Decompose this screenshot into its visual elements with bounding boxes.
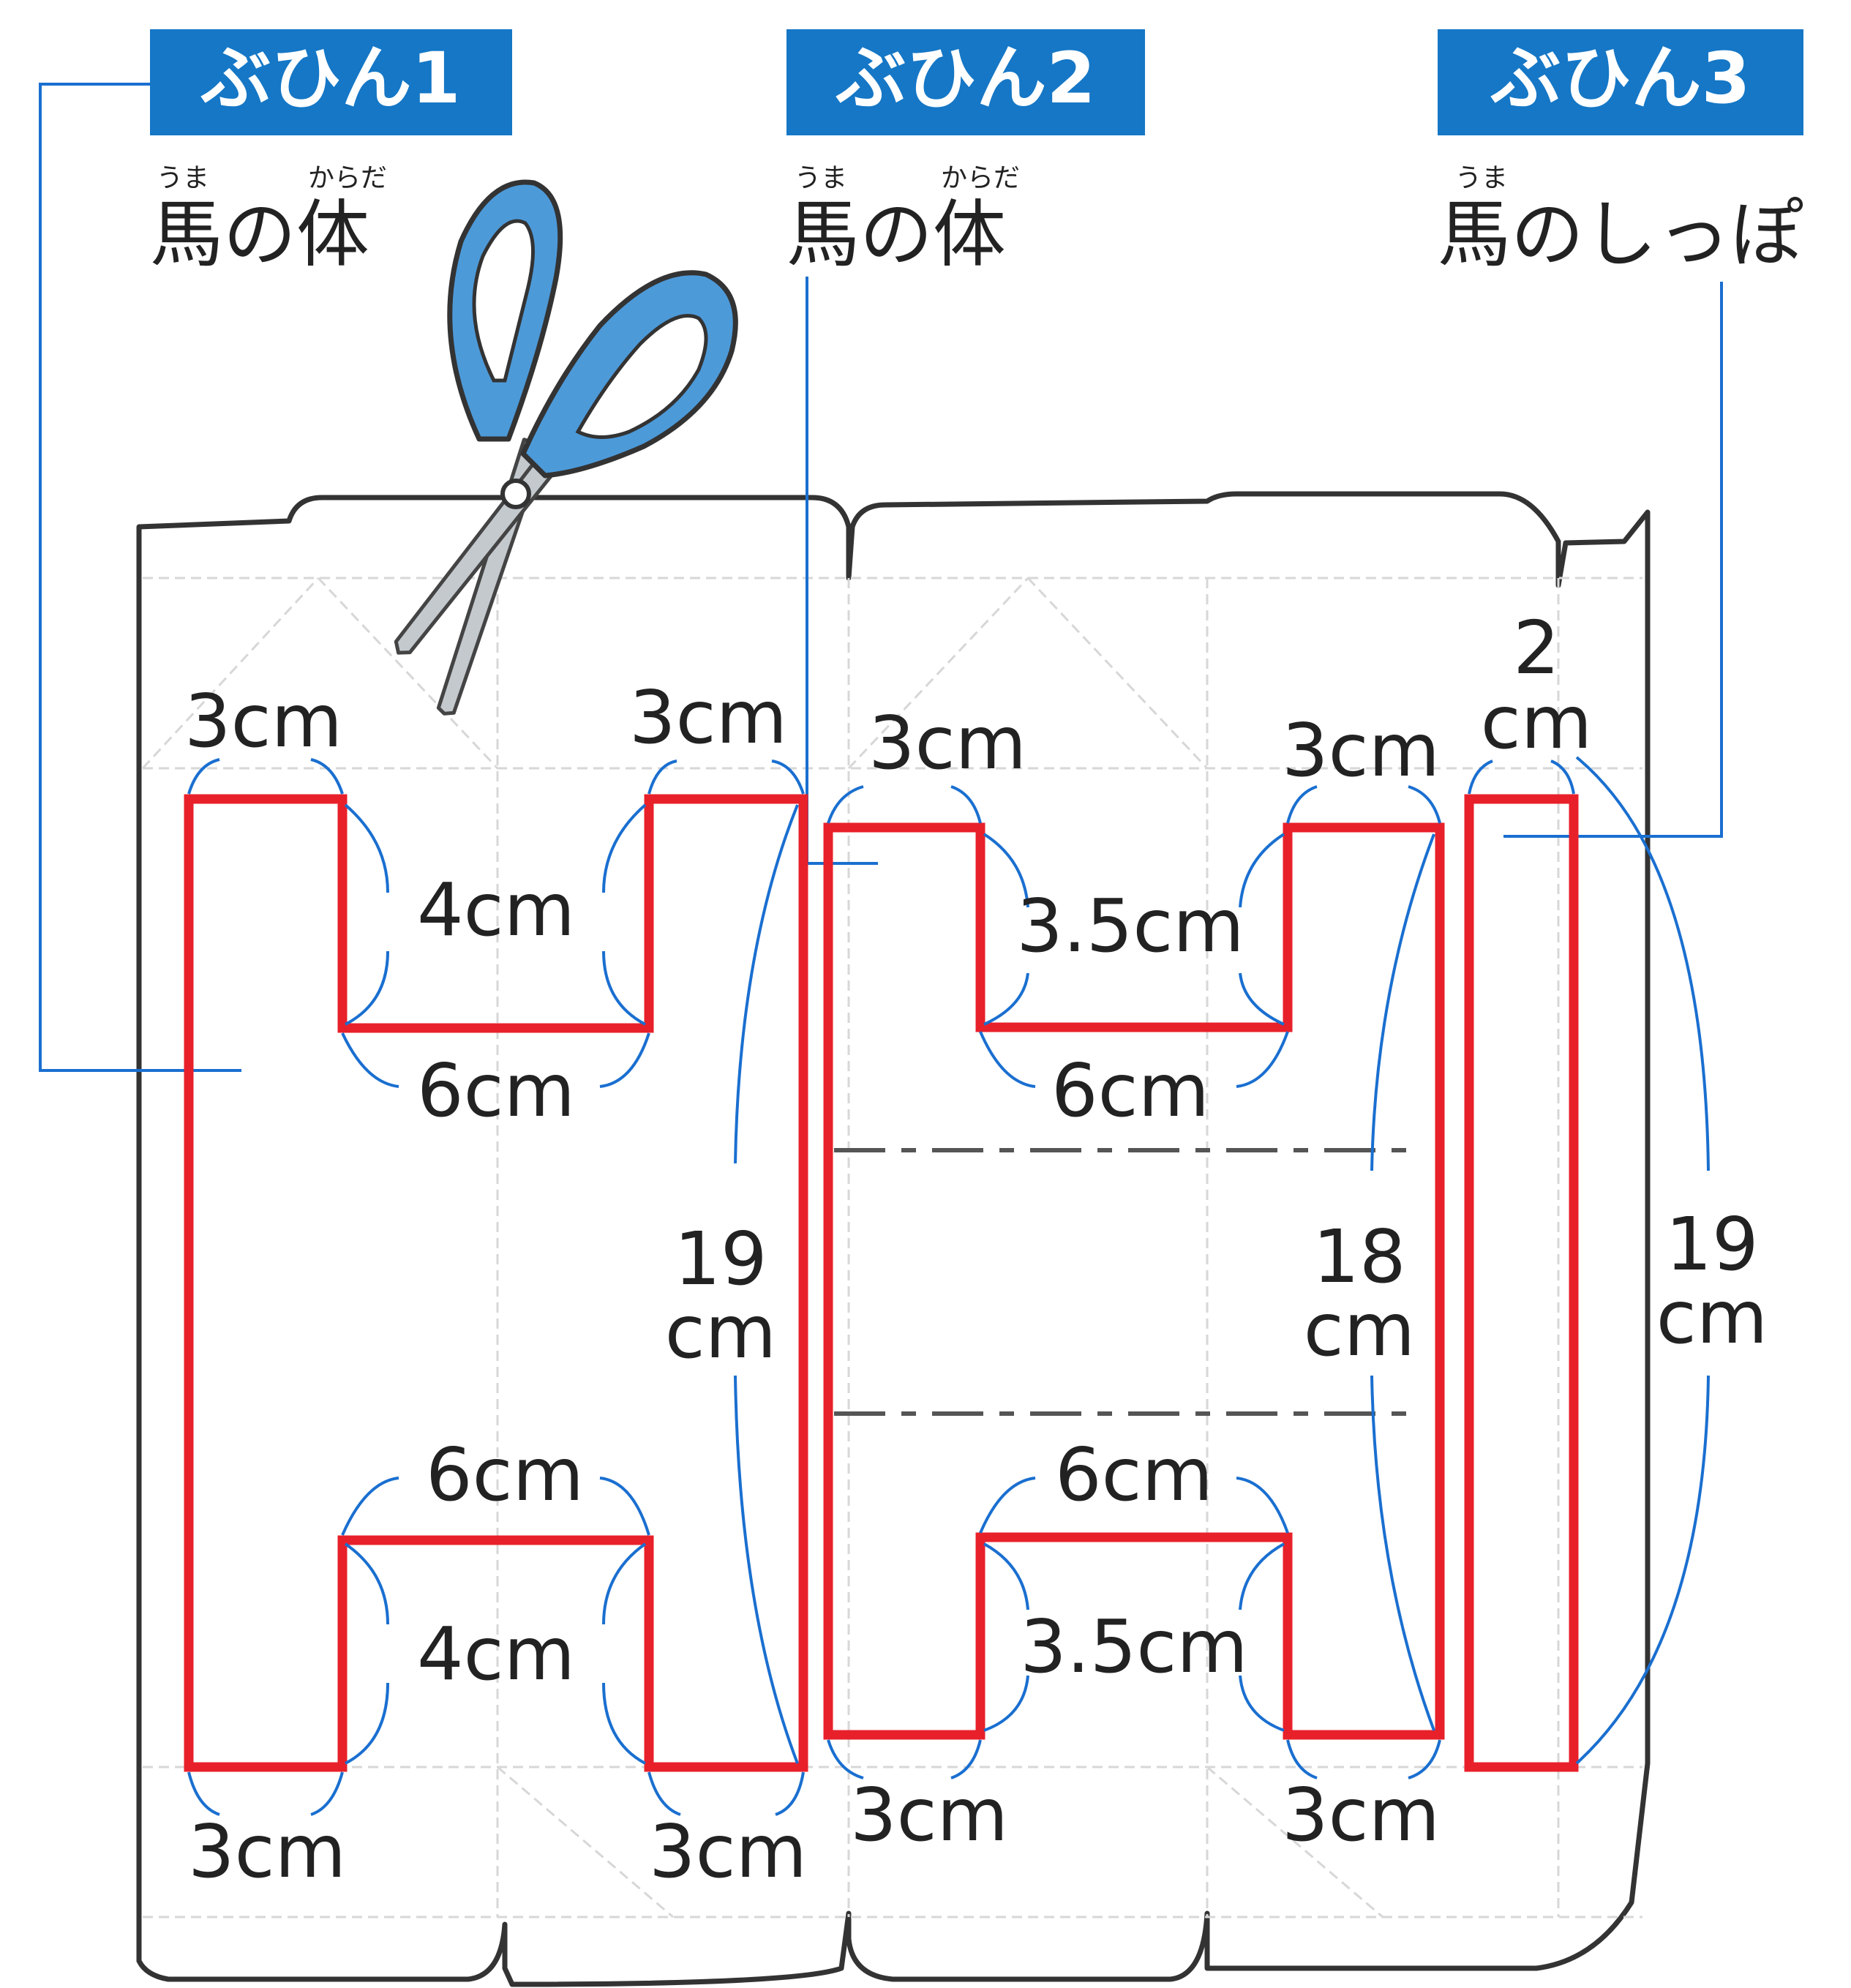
part1-dim-bottom-notch-width: 6cm: [426, 1432, 584, 1518]
part2-dim-height-num: 18: [1313, 1214, 1405, 1299]
part1-dim-height-unit: cm: [665, 1289, 776, 1375]
part2-dim-bottom-right: 3cm: [1282, 1772, 1440, 1858]
part2-dim-bottom-notch-depth: 3.5cm: [1020, 1604, 1247, 1689]
part1-dim-bottom-notch-depth: 4cm: [417, 1611, 575, 1697]
part1-dim-bottom-left: 3cm: [188, 1809, 346, 1894]
part1-title: 馬の体: [150, 192, 369, 277]
part2-dim-height-unit: cm: [1304, 1287, 1415, 1373]
part2-outline: [823, 822, 1445, 1740]
part3-dim-width-unit: cm: [1481, 680, 1592, 765]
part3-dim-height-unit: cm: [1656, 1275, 1768, 1360]
dimension-labels: 3cm 3cm 4cm 6cm 6cm 4cm 3cm 3cm 19 cm 3c…: [184, 605, 1768, 1894]
milk-carton: [136, 491, 1651, 1987]
part2-dim-bottom-left: 3cm: [850, 1772, 1008, 1858]
carton-outline: [136, 491, 1651, 1987]
scissor-handle-right: [520, 270, 738, 479]
scissors-icon: [394, 179, 738, 716]
part2-tag-label: ぶひん2: [836, 37, 1096, 119]
part2-dim-bottom-notch-width: 6cm: [1055, 1432, 1213, 1518]
part3-tag-label: ぶひん3: [1490, 37, 1751, 119]
part1-ruby-karada: からだ: [308, 163, 387, 193]
part2-tag: ぶひん2: [786, 29, 1145, 135]
part1-tag: ぶひん1: [150, 29, 512, 135]
part2-dim-top-notch-depth: 3.5cm: [1016, 883, 1244, 969]
part1-dim-top-notch-depth: 4cm: [417, 867, 575, 953]
part2-title: 馬の体: [786, 192, 1006, 277]
part2-dim-top-right: 3cm: [1282, 708, 1440, 793]
part1-dim-height-num: 19: [674, 1216, 767, 1302]
part1-dim-top-left: 3cm: [184, 678, 342, 764]
part1-dim-top-notch-width: 6cm: [417, 1048, 575, 1133]
part2-dim-top-notch-width: 6cm: [1051, 1048, 1209, 1133]
part3-title: 馬のしっぽ: [1438, 192, 1803, 277]
part2-ruby-karada: からだ: [941, 163, 1020, 193]
part3-tag: ぶひん3: [1438, 29, 1803, 135]
leader-part2: [806, 277, 878, 865]
dimension-arcs: [187, 756, 1710, 1816]
part1-dim-top-right: 3cm: [629, 675, 787, 760]
scissor-handle-left: [447, 179, 563, 442]
part3-outline: [1464, 794, 1579, 1772]
part1-tag-label: ぶひん1: [200, 37, 461, 119]
cut-outlines: [184, 794, 1579, 1772]
leader-part1: [39, 83, 241, 1072]
scissor-pivot: [500, 479, 531, 509]
part2-ruby-uma: うま: [795, 163, 847, 193]
part2-dim-top-left: 3cm: [868, 700, 1026, 786]
part1-ruby-uma: うま: [157, 163, 209, 193]
part3-ruby-uma: うま: [1455, 163, 1508, 193]
part3-dim-height-num: 19: [1665, 1201, 1758, 1287]
part1-dim-bottom-right: 3cm: [649, 1809, 807, 1894]
part3-dim-width-num: 2: [1513, 605, 1560, 691]
carton-creases: [141, 577, 1642, 1918]
part1-outline: [184, 794, 808, 1772]
